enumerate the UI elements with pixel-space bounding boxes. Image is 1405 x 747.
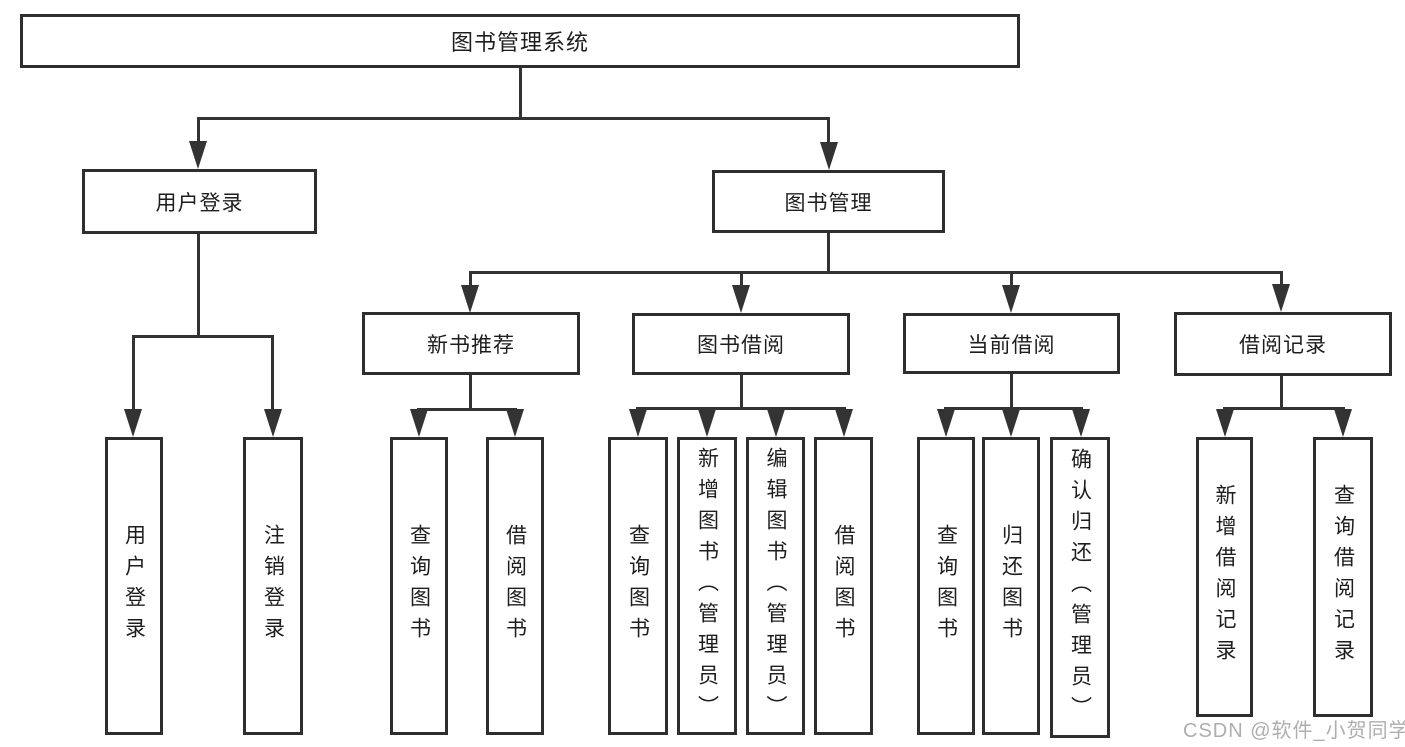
connector-current-borrowing-stem <box>1010 374 1013 407</box>
arrow-to-leaf-user-login <box>124 409 142 437</box>
leaf-query-books-3: 查询图书 <box>917 437 975 735</box>
leaf-add-borrow-record-label: 新增借阅记录 <box>1213 484 1237 670</box>
leaf-query-borrow-record: 查询借阅记录 <box>1313 437 1373 717</box>
node-current-borrowing-label: 当前借阅 <box>967 333 1056 357</box>
connector-current-borrowing-rail <box>944 407 1083 410</box>
connector-user-login-stem <box>197 233 200 335</box>
arrow-to-query-record <box>1334 409 1352 437</box>
leaf-query-books-1: 查询图书 <box>390 437 448 735</box>
connector-new-book-stem <box>469 375 472 408</box>
node-user-login-label: 用户登录 <box>155 191 244 215</box>
arrow-to-borrow2 <box>835 409 853 437</box>
leaf-borrow-books-1-label: 借阅图书 <box>503 524 527 648</box>
leaf-borrow-books-2-label: 借阅图书 <box>832 524 856 648</box>
arrow-to-new-book <box>461 285 479 313</box>
node-book-borrowing: 图书借阅 <box>632 313 850 375</box>
connector-borrowing-records-stem <box>1280 376 1283 407</box>
connector-borrowing-records-rail <box>1223 407 1345 410</box>
connector-root-stem <box>519 68 522 117</box>
node-current-borrowing: 当前借阅 <box>903 313 1120 374</box>
arrow-to-return-books <box>1002 409 1020 437</box>
connector-drop-book-management <box>827 117 830 145</box>
connector-new-book-rail <box>417 408 517 411</box>
connector-book-management-stem <box>827 233 830 271</box>
leaf-confirm-return-admin-label: 确认归还（管理员） <box>1068 448 1092 727</box>
arrow-to-confirm-return <box>1072 409 1090 437</box>
connector-user-login-rail <box>132 335 274 338</box>
node-book-borrowing-label: 图书借阅 <box>697 334 785 357</box>
node-borrowing-records: 借阅记录 <box>1174 312 1392 376</box>
connector-drop-book-borrowing <box>740 271 743 289</box>
node-book-management: 图书管理 <box>712 170 945 233</box>
arrow-to-book-borrowing <box>732 285 750 313</box>
arrow-to-add-book <box>698 409 716 437</box>
leaf-return-books: 归还图书 <box>982 437 1040 735</box>
leaf-add-book-admin: 新增图书（管理员） <box>677 437 737 735</box>
leaf-borrow-books-2: 借阅图书 <box>814 437 873 735</box>
leaf-add-borrow-record: 新增借阅记录 <box>1196 437 1253 717</box>
leaf-query-borrow-record-label: 查询借阅记录 <box>1331 484 1355 670</box>
arrow-to-query1 <box>410 409 428 437</box>
arrow-to-query3 <box>937 409 955 437</box>
leaf-borrow-books-1: 借阅图书 <box>486 437 544 735</box>
leaf-add-book-admin-label: 新增图书（管理员） <box>695 446 719 726</box>
leaf-user-login: 用户登录 <box>105 437 163 735</box>
csdn-watermark: CSDN @软件_小贺同学 <box>1183 720 1405 742</box>
leaf-query-books-1-label: 查询图书 <box>407 524 431 648</box>
arrow-to-add-record <box>1216 409 1234 437</box>
arrow-to-current-borrowing <box>1002 285 1020 313</box>
leaf-confirm-return-admin: 确认归还（管理员） <box>1050 437 1110 738</box>
node-new-book-recommend-label: 新书推荐 <box>427 333 515 357</box>
arrow-to-borrowing-records <box>1272 284 1290 312</box>
arrow-to-book-management <box>820 142 838 170</box>
connector-book-borrowing-stem <box>740 375 743 407</box>
node-new-book-recommend: 新书推荐 <box>362 312 580 375</box>
node-root: 图书管理系统 <box>20 14 1020 68</box>
connector-level3-rail <box>469 271 1283 274</box>
leaf-query-books-2: 查询图书 <box>608 437 668 735</box>
node-borrowing-records-label: 借阅记录 <box>1239 334 1327 357</box>
connector-drop-leaf-logout <box>271 335 274 413</box>
arrow-to-query2 <box>629 409 647 437</box>
arrow-to-edit-book <box>767 409 785 437</box>
node-user-login: 用户登录 <box>82 169 317 234</box>
arrow-to-user-login <box>189 141 207 169</box>
arrow-to-leaf-logout <box>264 409 282 437</box>
leaf-logout: 注销登录 <box>243 437 303 735</box>
leaf-edit-book-admin: 编辑图书（管理员） <box>746 437 805 735</box>
connector-drop-leaf-user-login <box>132 335 135 413</box>
connector-book-borrowing-rail <box>636 407 846 410</box>
connector-root-rail <box>197 117 830 120</box>
leaf-query-books-3-label: 查询图书 <box>934 524 958 648</box>
leaf-user-login-label: 用户登录 <box>122 524 146 648</box>
connector-drop-user-login <box>197 117 200 145</box>
connector-drop-current-borrowing <box>1010 271 1013 289</box>
leaf-return-books-label: 归还图书 <box>999 524 1023 648</box>
arrow-to-borrow1 <box>506 409 524 437</box>
leaf-edit-book-admin-label: 编辑图书（管理员） <box>764 446 788 726</box>
node-root-label: 图书管理系统 <box>450 30 589 55</box>
connector-drop-new-book <box>469 271 472 289</box>
connector-drop-borrowing-records <box>1280 271 1283 289</box>
leaf-logout-label: 注销登录 <box>261 524 285 648</box>
leaf-query-books-2-label: 查询图书 <box>626 524 650 648</box>
node-book-management-label: 图书管理 <box>784 191 873 215</box>
